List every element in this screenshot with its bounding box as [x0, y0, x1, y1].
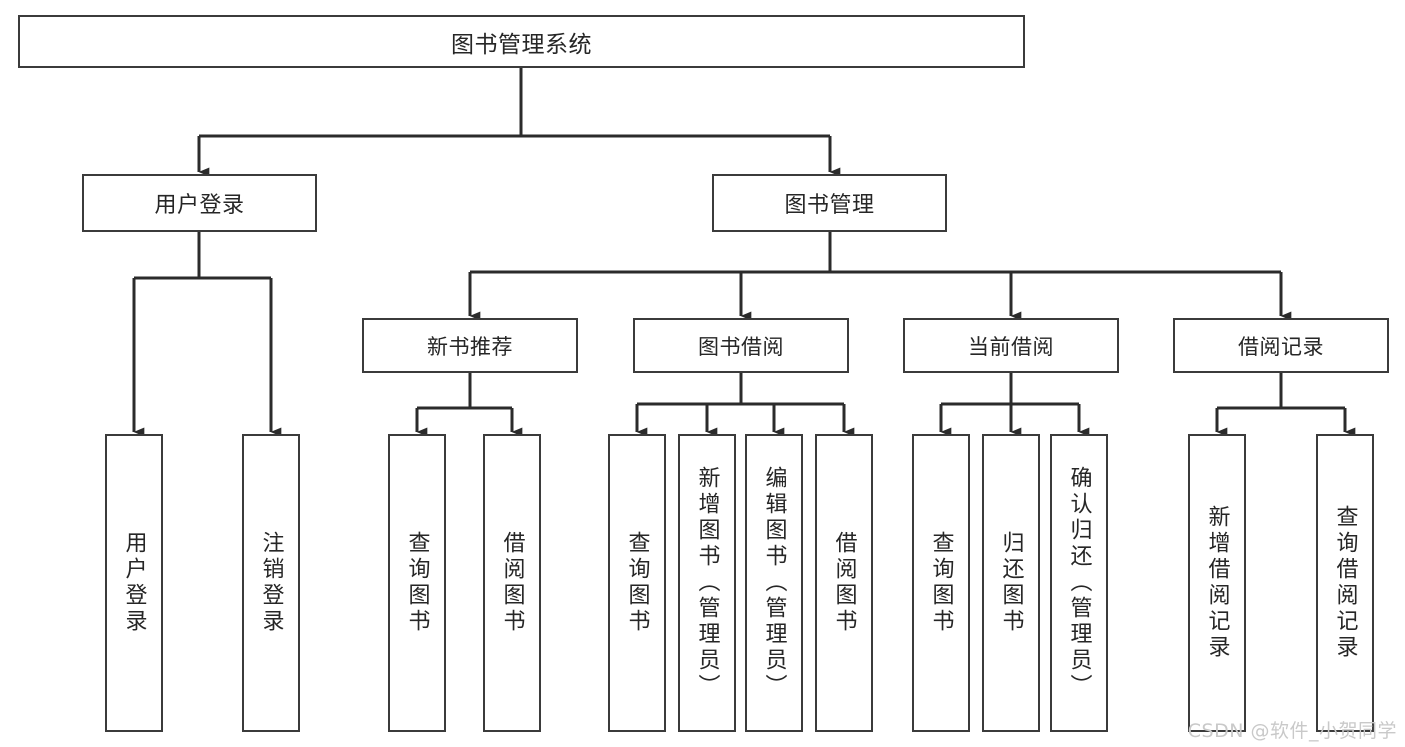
leaf-inner: 查询图书 — [610, 436, 664, 730]
node-leaf-add-record[interactable]: 新增借阅记录 — [1188, 434, 1246, 732]
node-leaf-borrow-book-1-label: 借阅图书 — [499, 531, 525, 635]
node-borrow-record[interactable]: 借阅记录 — [1173, 318, 1389, 373]
leaf-inner: 用户登录 — [107, 436, 161, 730]
leaf-inner: 编辑图书（管理员） — [747, 436, 801, 730]
leaf-inner: 借阅图书 — [817, 436, 871, 730]
node-user-login[interactable]: 用户登录 — [82, 174, 317, 232]
node-leaf-confirm-return[interactable]: 确认归还（管理员） — [1050, 434, 1108, 732]
leaf-inner: 查询图书 — [390, 436, 444, 730]
node-leaf-add-book[interactable]: 新增图书（管理员） — [678, 434, 736, 732]
node-borrow-record-label: 借阅记录 — [1238, 334, 1324, 359]
node-leaf-logout[interactable]: 注销登录 — [242, 434, 300, 732]
node-leaf-add-book-label: 新增图书（管理员） — [694, 466, 720, 700]
leaf-inner: 查询借阅记录 — [1318, 436, 1372, 730]
node-leaf-borrow-book-2-label: 借阅图书 — [831, 531, 857, 635]
node-leaf-return-book[interactable]: 归还图书 — [982, 434, 1040, 732]
watermark: CSDN @软件_小贺同学 — [1187, 720, 1397, 742]
node-leaf-query-book-1-label: 查询图书 — [404, 531, 430, 635]
node-leaf-user-login[interactable]: 用户登录 — [105, 434, 163, 732]
node-leaf-edit-book[interactable]: 编辑图书（管理员） — [745, 434, 803, 732]
node-leaf-query-book-2-label: 查询图书 — [624, 531, 650, 635]
node-root[interactable]: 图书管理系统 — [18, 15, 1025, 68]
node-book-borrow-label: 图书借阅 — [698, 334, 784, 359]
node-leaf-add-record-label: 新增借阅记录 — [1204, 505, 1230, 661]
node-new-book-recommend-label: 新书推荐 — [427, 334, 513, 359]
node-leaf-return-book-label: 归还图书 — [998, 531, 1024, 635]
node-book-borrow[interactable]: 图书借阅 — [633, 318, 849, 373]
node-leaf-query-record[interactable]: 查询借阅记录 — [1316, 434, 1374, 732]
node-book-manage-label: 图书管理 — [784, 193, 875, 218]
node-leaf-query-book-2[interactable]: 查询图书 — [608, 434, 666, 732]
node-user-login-label: 用户登录 — [154, 193, 245, 218]
node-root-label: 图书管理系统 — [451, 31, 592, 58]
node-leaf-query-book-3[interactable]: 查询图书 — [912, 434, 970, 732]
leaf-inner: 借阅图书 — [485, 436, 539, 730]
node-leaf-logout-label: 注销登录 — [258, 531, 284, 635]
node-current-borrow-label: 当前借阅 — [968, 334, 1054, 359]
node-leaf-query-book-3-label: 查询图书 — [928, 531, 954, 635]
node-leaf-edit-book-label: 编辑图书（管理员） — [761, 466, 787, 700]
node-leaf-confirm-return-label: 确认归还（管理员） — [1066, 466, 1092, 700]
node-leaf-user-login-label: 用户登录 — [121, 531, 147, 635]
node-leaf-borrow-book-2[interactable]: 借阅图书 — [815, 434, 873, 732]
node-leaf-borrow-book-1[interactable]: 借阅图书 — [483, 434, 541, 732]
leaf-inner: 新增图书（管理员） — [680, 436, 734, 730]
leaf-inner: 新增借阅记录 — [1190, 436, 1244, 730]
node-leaf-query-book-1[interactable]: 查询图书 — [388, 434, 446, 732]
leaf-inner: 归还图书 — [984, 436, 1038, 730]
leaf-inner: 确认归还（管理员） — [1052, 436, 1106, 730]
node-current-borrow[interactable]: 当前借阅 — [903, 318, 1119, 373]
leaf-inner: 注销登录 — [244, 436, 298, 730]
leaf-inner: 查询图书 — [914, 436, 968, 730]
node-leaf-query-record-label: 查询借阅记录 — [1332, 505, 1358, 661]
node-book-manage[interactable]: 图书管理 — [712, 174, 947, 232]
node-new-book-recommend[interactable]: 新书推荐 — [362, 318, 578, 373]
